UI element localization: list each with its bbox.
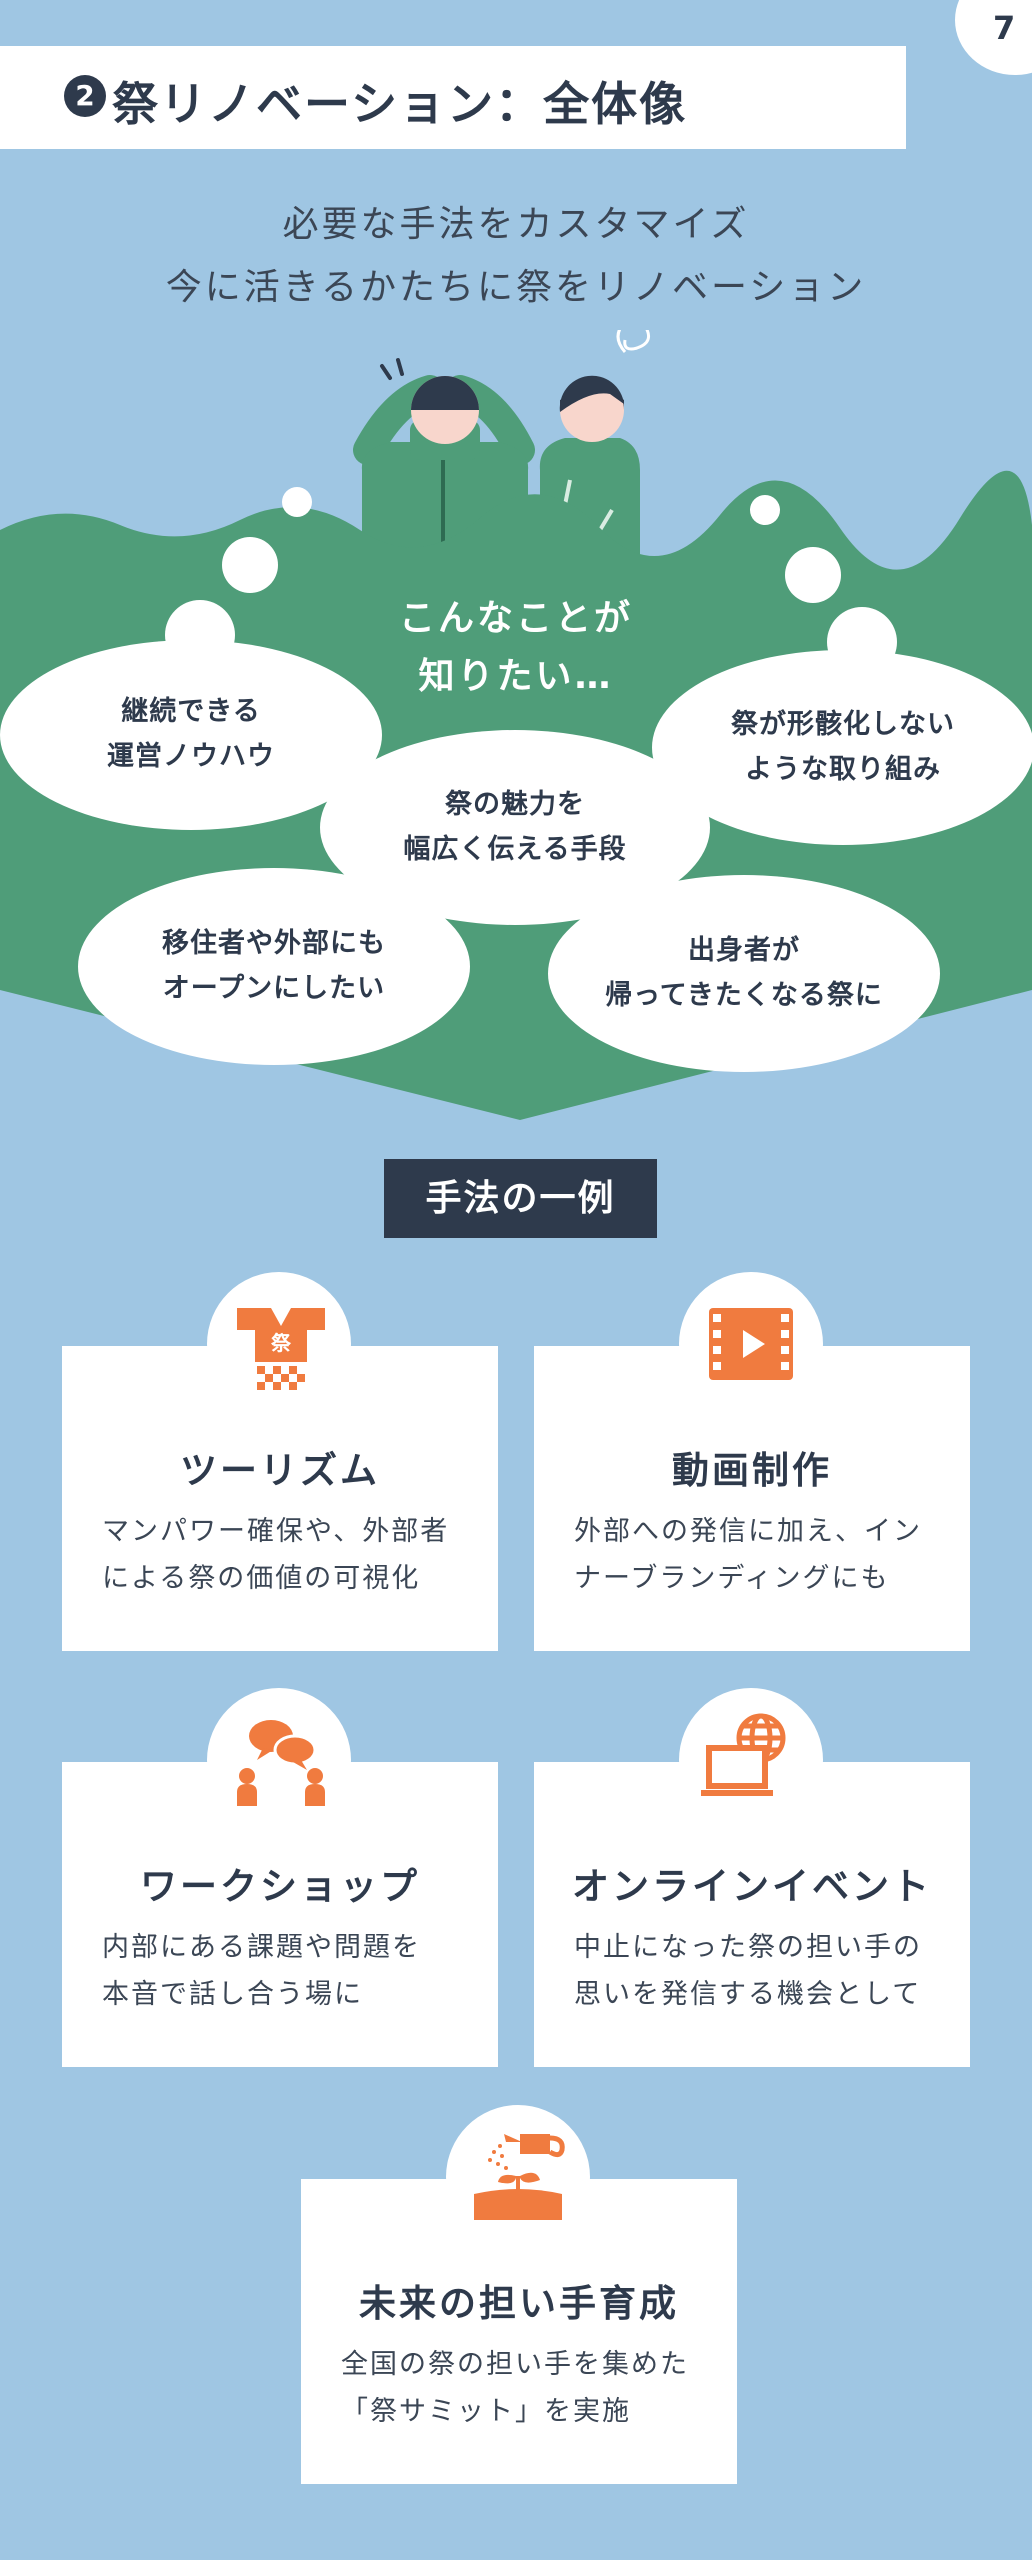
page-number: 7 — [993, 9, 1016, 47]
subtitle-line-1: 必要な手法をカスタマイズ — [282, 204, 750, 245]
bubble-line-1: 継続できる — [121, 696, 261, 728]
bubble-line-1: 祭が形骸化しない — [731, 708, 955, 740]
bubble-line-2: 帰ってきたくなる祭に — [605, 979, 883, 1011]
method-card-video: 動画制作 外部への発信に加え、イン ナーブランディングにも — [534, 1346, 970, 1651]
method-card-online-event: オンラインイベント 中止になった祭の担い手の 思いを発信する機会として — [534, 1762, 970, 2067]
method-description-line-2: 本音で話し合う場に — [102, 1979, 363, 2011]
page-number-badge: 7 — [955, 0, 1032, 75]
method-title: 未来の担い手育成 — [359, 2282, 679, 2325]
thought-bubble-openness: 移住者や外部にもオープンにしたい — [78, 868, 470, 1065]
bubble-line-2: 幅広く伝える手段 — [403, 833, 627, 865]
method-description-line-2: ナーブランディングにも — [574, 1563, 890, 1595]
subtitle-line-2: 今に活きるかたちに祭をリノベーション — [165, 267, 867, 308]
method-description-line-2: 「祭サミット」を実施 — [341, 2396, 631, 2428]
center-question-line-2: 知りたい… — [418, 655, 614, 697]
method-title: ツーリズム — [180, 1449, 380, 1492]
thought-bubble-appeal: 祭の魅力を幅広く伝える手段 — [320, 730, 710, 925]
method-description-line-1: 内部にある課題や問題を — [102, 1932, 421, 1963]
bubble-line-1: 祭の魅力を — [444, 788, 585, 820]
method-description: 全国の祭の担い手を集めた 「祭サミット」を実施 — [341, 2341, 689, 2436]
thought-bubble-know-how: 継続できる運営ノウハウ — [0, 640, 382, 830]
method-description-line-1: マンパワー確保や、外部者 — [102, 1516, 450, 1547]
group-chat-icon — [237, 1720, 325, 1806]
method-card-tourism: ツーリズム マンパワー確保や、外部者 による祭の価値の可視化 — [62, 1346, 498, 1651]
thought-bubble-formalization: 祭が形骸化しないような取り組み — [652, 650, 1032, 845]
method-card-workshop: ワークショップ 内部にある課題や問題を 本音で話し合う場に — [62, 1762, 498, 2067]
method-description: 外部への発信に加え、イン ナーブランディングにも — [574, 1508, 922, 1603]
method-description: 内部にある課題や問題を 本音で話し合う場に — [102, 1924, 421, 2019]
svg-text:祭: 祭 — [270, 1331, 292, 1355]
method-description: 中止になった祭の担い手の 思いを発信する機会として — [574, 1924, 922, 2019]
bubble-line-2: 運営ノウハウ — [107, 741, 275, 772]
method-description-line-2: 思いを発信する機会として — [574, 1979, 922, 2011]
page-title: 祭リノベーション：全体像 — [112, 77, 688, 131]
method-title: ワークショップ — [140, 1865, 420, 1908]
center-question: こんなことが 知りたい… — [316, 590, 716, 705]
laptop-globe-icon — [701, 1713, 786, 1796]
thought-bubble-return: 出身者が帰ってきたくなる祭に — [548, 875, 940, 1072]
method-title: 動画制作 — [672, 1449, 832, 1492]
title-bar: 2 祭リノベーション：全体像 — [0, 46, 906, 149]
bubble-line-2: オープンにしたい — [162, 972, 386, 1004]
section-number-badge: 2 — [64, 75, 106, 117]
film-play-icon — [709, 1308, 793, 1380]
method-title: オンラインイベント — [572, 1865, 932, 1908]
method-description-line-1: 全国の祭の担い手を集めた — [341, 2349, 689, 2380]
center-question-line-1: こんなことが — [398, 598, 633, 639]
method-description: マンパワー確保や、外部者 による祭の価値の可視化 — [102, 1508, 449, 1603]
method-description-line-1: 中止になった祭の担い手の — [574, 1932, 922, 1963]
happi-coat-icon: 祭 — [237, 1308, 325, 1390]
methods-label: 手法の一例 — [384, 1159, 657, 1238]
bubble-line-1: 移住者や外部にも — [162, 927, 386, 959]
method-description-line-2: による祭の価値の可視化 — [102, 1563, 421, 1595]
watering-sprout-icon — [474, 2134, 565, 2220]
method-description-line-1: 外部への発信に加え、イン — [574, 1516, 922, 1547]
bubble-line-2: ような取り組み — [745, 753, 941, 785]
method-card-successors: 未来の担い手育成 全国の祭の担い手を集めた 「祭サミット」を実施 — [301, 2179, 737, 2484]
bubble-line-1: 出身者が — [688, 934, 800, 966]
